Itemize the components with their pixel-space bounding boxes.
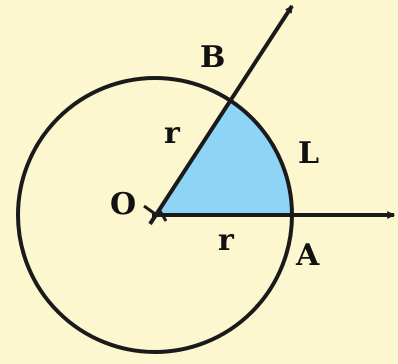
label-o: O [110, 187, 136, 222]
shaded-sector [155, 101, 292, 215]
origin-tick [158, 210, 168, 222]
label-b: B [200, 40, 225, 75]
ray-ob [148, 4, 294, 226]
label-a: A [295, 238, 320, 273]
label-l: L [298, 136, 319, 171]
label-r-lower: r [218, 223, 235, 258]
origin-tick [143, 204, 159, 218]
label-r-upper: r [164, 116, 181, 151]
